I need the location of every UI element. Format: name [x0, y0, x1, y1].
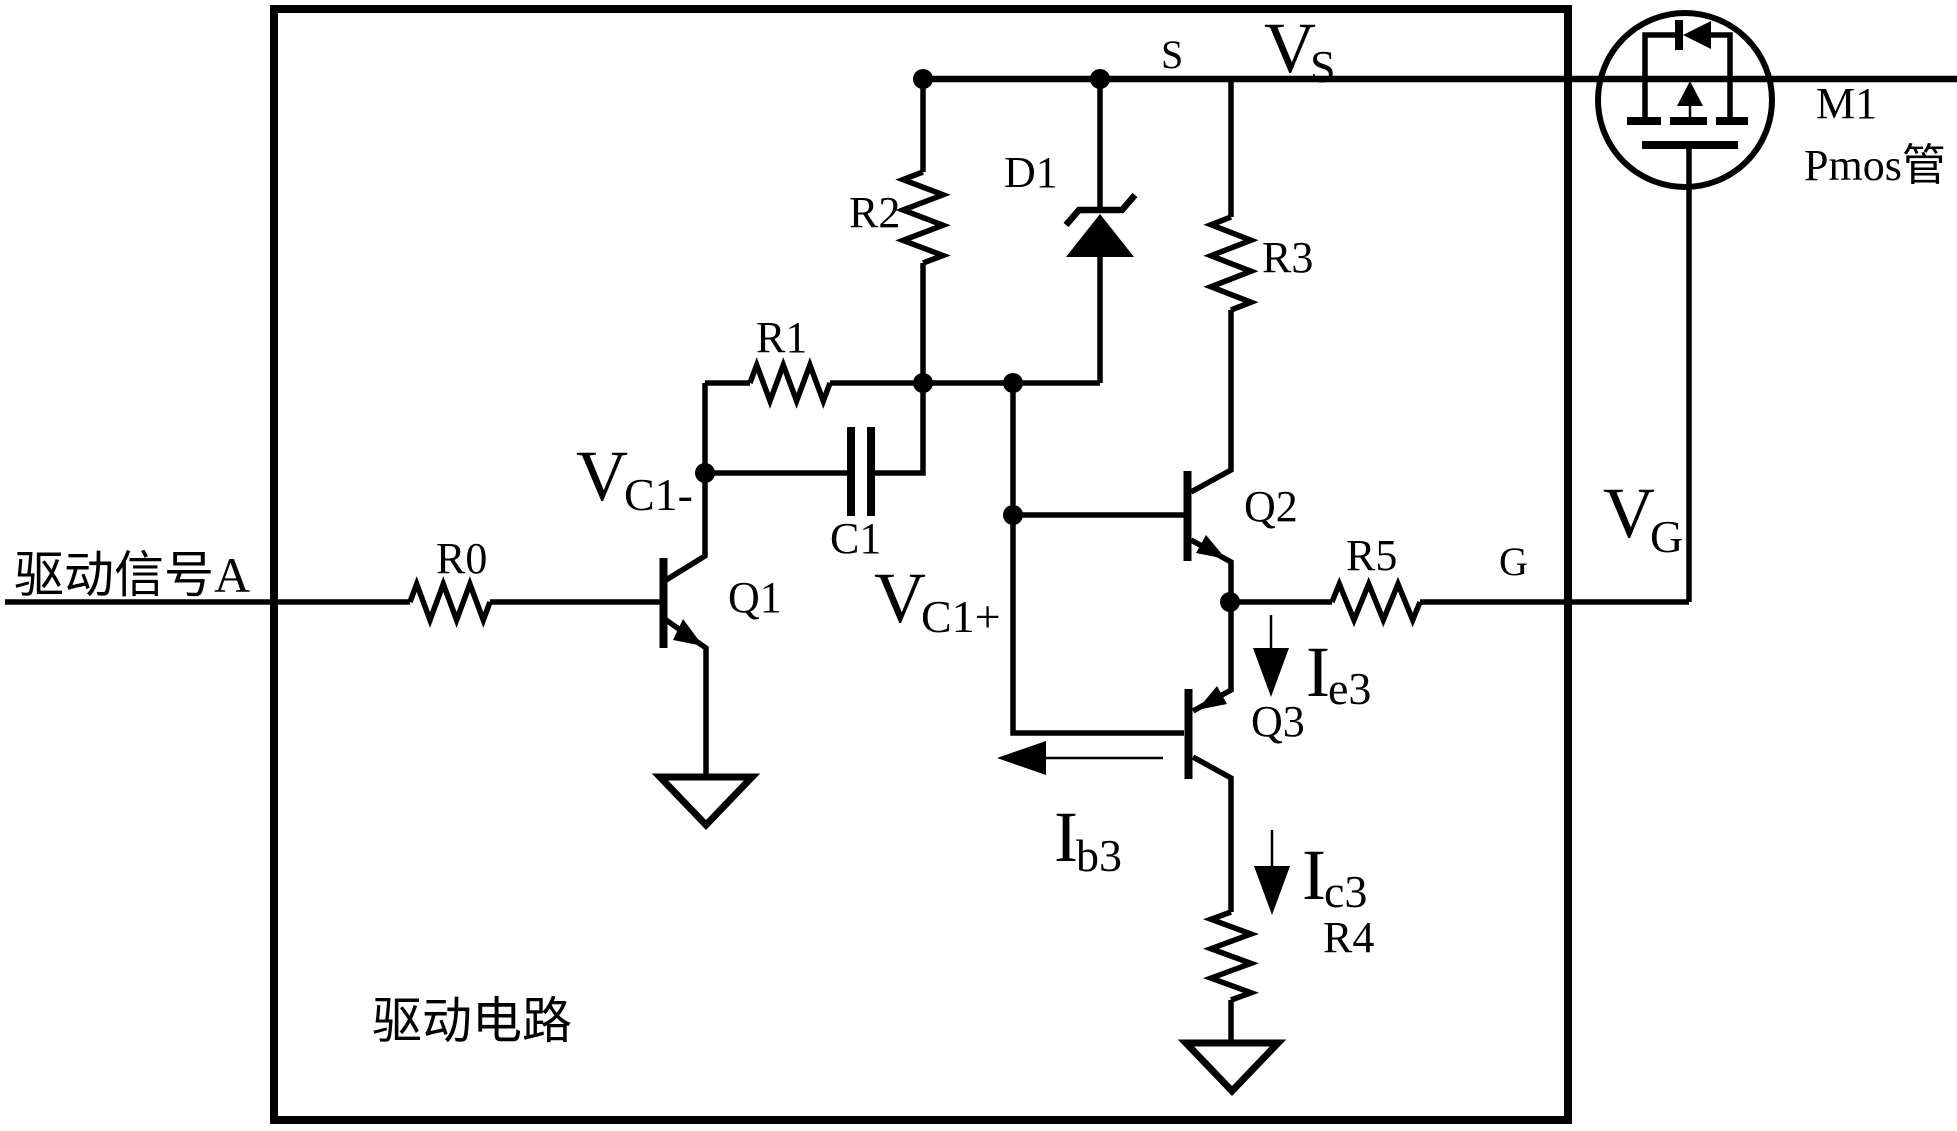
- q1-emitter-arrow: [673, 619, 703, 646]
- resistor-r1: R1: [705, 313, 1100, 409]
- capacitor-c1-label: C1: [830, 514, 881, 563]
- transistor-q1: Q1: [651, 383, 782, 831]
- vs-rail: S V S: [923, 8, 1957, 92]
- m1-type-label: Pmos管: [1804, 141, 1946, 190]
- q2-q3-base-branch: [1010, 383, 1184, 736]
- vc1-plus-main: V: [874, 558, 926, 638]
- vs-main: V: [1264, 8, 1316, 88]
- g-node-label: G: [1499, 539, 1528, 584]
- resistor-r5-zigzag: [1329, 576, 1423, 628]
- m1-circle: [1595, 10, 1775, 190]
- m1-label: M1: [1816, 79, 1877, 128]
- box-border: [270, 5, 1572, 1124]
- box-label: 驱动电路: [372, 993, 572, 1049]
- ie3-sub: e3: [1328, 663, 1371, 714]
- vc1-plus-sub: C1+: [921, 591, 1001, 642]
- transistor-q2: Q2: [1013, 310, 1298, 602]
- junction-dot: [1090, 69, 1110, 89]
- junction-dot: [913, 69, 933, 89]
- resistor-r3-zigzag: [1203, 214, 1259, 313]
- q1-collector: [664, 383, 708, 583]
- resistor-r4-label: R4: [1323, 913, 1374, 962]
- current-ib3: I b3: [997, 741, 1163, 881]
- junction-dots: [695, 69, 1240, 612]
- ground-symbol-r4: [1177, 1039, 1287, 1097]
- q1-label: Q1: [728, 573, 782, 622]
- m1-bodydiode-wire-right: [1711, 32, 1733, 79]
- q2-emitter-arrow: [1196, 535, 1226, 559]
- m1-bodydiode-triangle: [1683, 21, 1711, 49]
- d1-cathode-bar: [1063, 192, 1138, 228]
- ic3-arrowhead: [1254, 866, 1290, 915]
- vg-sub: G: [1650, 511, 1683, 562]
- zener-d1-label: D1: [1004, 148, 1058, 197]
- m1-bodydiode-wire-left: [1642, 32, 1675, 79]
- resistor-r0-zigzag: [407, 576, 493, 628]
- q3-emitter-arrow: [1197, 686, 1227, 710]
- ib3-sub: b3: [1076, 830, 1122, 881]
- vg-main: V: [1603, 473, 1655, 553]
- resistor-r0: R0: [407, 534, 493, 628]
- resistor-r1-label: R1: [756, 313, 807, 362]
- resistor-r4: R4: [1177, 909, 1374, 1097]
- transistor-q3: Q3: [1184, 602, 1305, 912]
- vc1-minus-sub: C1-: [624, 469, 693, 520]
- d1-anode-triangle: [1066, 214, 1134, 257]
- c1-wire-right: [871, 383, 926, 476]
- resistor-r3: R3: [1203, 79, 1313, 313]
- driver-circuit-box: 驱动电路: [270, 5, 1572, 1124]
- s-node-label: S: [1161, 32, 1183, 77]
- junction-dot: [1220, 592, 1240, 612]
- junction-dot: [1003, 373, 1023, 393]
- capacitor-c1: C1: [705, 383, 926, 563]
- q2-collector: [1189, 310, 1234, 495]
- node-vc1-minus: V C1-: [576, 436, 693, 520]
- m1-body-arrow: [1677, 81, 1703, 106]
- resistor-r3-label: R3: [1262, 233, 1313, 282]
- resistor-r1-zigzag: [747, 357, 833, 409]
- ib3-main: I: [1054, 797, 1078, 877]
- q3-label: Q3: [1251, 697, 1305, 746]
- q2-label: Q2: [1244, 482, 1298, 531]
- input-label: 驱动信号A: [14, 547, 250, 603]
- junction-dot: [1003, 505, 1023, 525]
- zener-diode-d1: D1: [1004, 79, 1138, 383]
- vc1-minus-main: V: [576, 436, 628, 516]
- ib3-arrowhead: [997, 741, 1046, 775]
- q3-collector: [1191, 754, 1234, 912]
- ic3-sub: c3: [1324, 866, 1367, 917]
- junction-dot: [695, 463, 715, 483]
- ic3-main: I: [1302, 835, 1326, 915]
- ground-symbol-q1: [651, 773, 761, 831]
- current-ie3: I e3: [1253, 615, 1371, 714]
- vs-sub: S: [1310, 41, 1336, 92]
- node-vc1-plus: V C1+: [874, 558, 1001, 642]
- resistor-r4-zigzag: [1203, 909, 1260, 1003]
- gate-lead: V G: [1603, 146, 1692, 602]
- resistor-r2: R2: [849, 78, 951, 383]
- resistor-r5-label: R5: [1346, 531, 1397, 580]
- resistor-r0-label: R0: [436, 534, 487, 583]
- current-ic3: I c3: [1254, 830, 1367, 917]
- resistor-r2-label: R2: [849, 188, 900, 237]
- input-signal: 驱动信号A: [5, 547, 660, 605]
- resistor-r2-zigzag: [895, 169, 951, 266]
- ie3-arrowhead: [1253, 648, 1289, 697]
- junction-dot: [913, 373, 933, 393]
- ie3-main: I: [1306, 632, 1330, 712]
- resistor-r5: R5 G: [1231, 531, 1689, 628]
- mosfet-m1: M1 Pmos管: [1595, 10, 1946, 190]
